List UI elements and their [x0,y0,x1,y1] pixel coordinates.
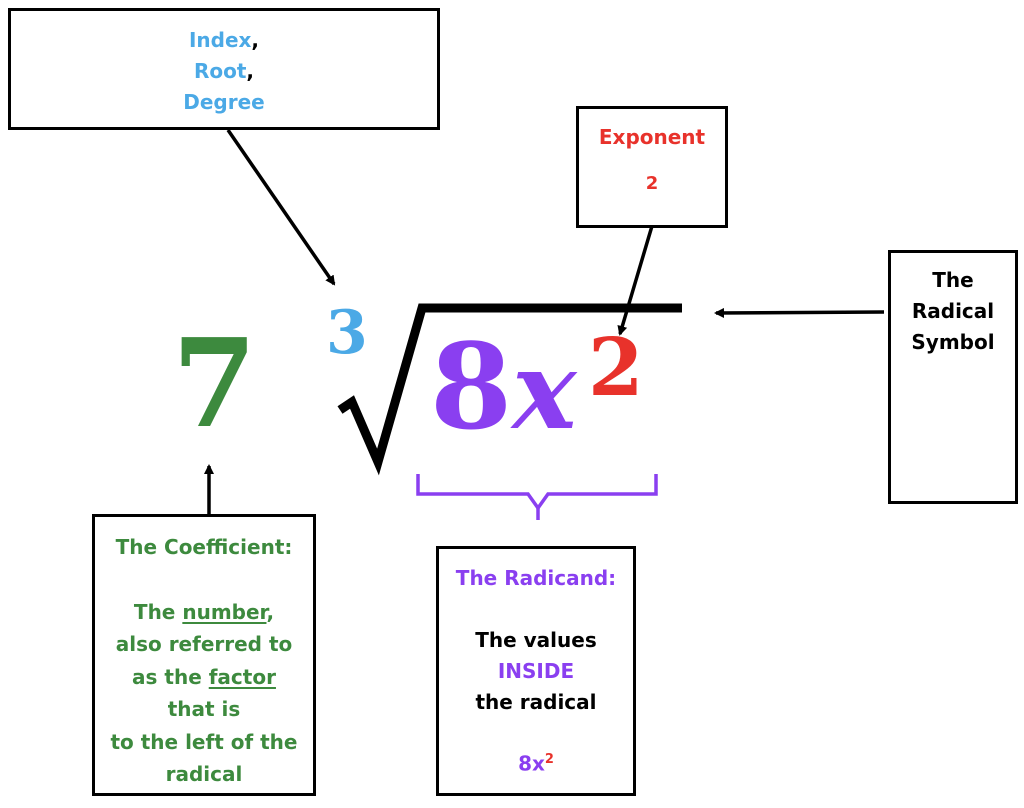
number-underlined: number [182,599,267,624]
radical-sign [337,303,682,476]
index-arrow [226,129,336,286]
radicand-variable: x [512,328,577,454]
coefficient-title: The Coefficient: [115,535,293,559]
index-box: Index, Root, Degree [8,8,440,130]
exponent-number: 2 [588,320,644,414]
degree-label: Degree [183,90,265,114]
exponent-value: 2 [645,173,659,194]
radicand-box: The Radicand: The values INSIDE the radi… [436,546,636,796]
radical-symbol-box: The Radical Symbol [888,250,1018,504]
index-number: 3 [326,298,368,368]
radical-box-line1: The [932,268,974,292]
root-label: Root [193,59,247,83]
exponent-box: Exponent 2 [576,106,728,228]
radicand-brace [416,474,658,512]
radicand-title: The Radicand: [455,566,617,590]
index-label: Index [188,28,252,52]
factor-underlined: factor [208,664,276,689]
radicand-box-expression: 8x2 [518,751,554,776]
coefficient-box: The Coefficient: The number, also referr… [92,514,316,796]
radicand-expression: 8x [430,322,577,456]
inside-label: INSIDE [497,659,575,683]
radical-box-line3: Symbol [911,330,995,354]
radical-arrow [714,307,885,318]
exponent-title: Exponent [598,125,706,149]
radical-box-line2: Radical [911,299,995,323]
coefficient-number: 7 [172,311,257,455]
radicand-number: 8 [430,317,513,456]
exponent-arrow [617,225,654,336]
